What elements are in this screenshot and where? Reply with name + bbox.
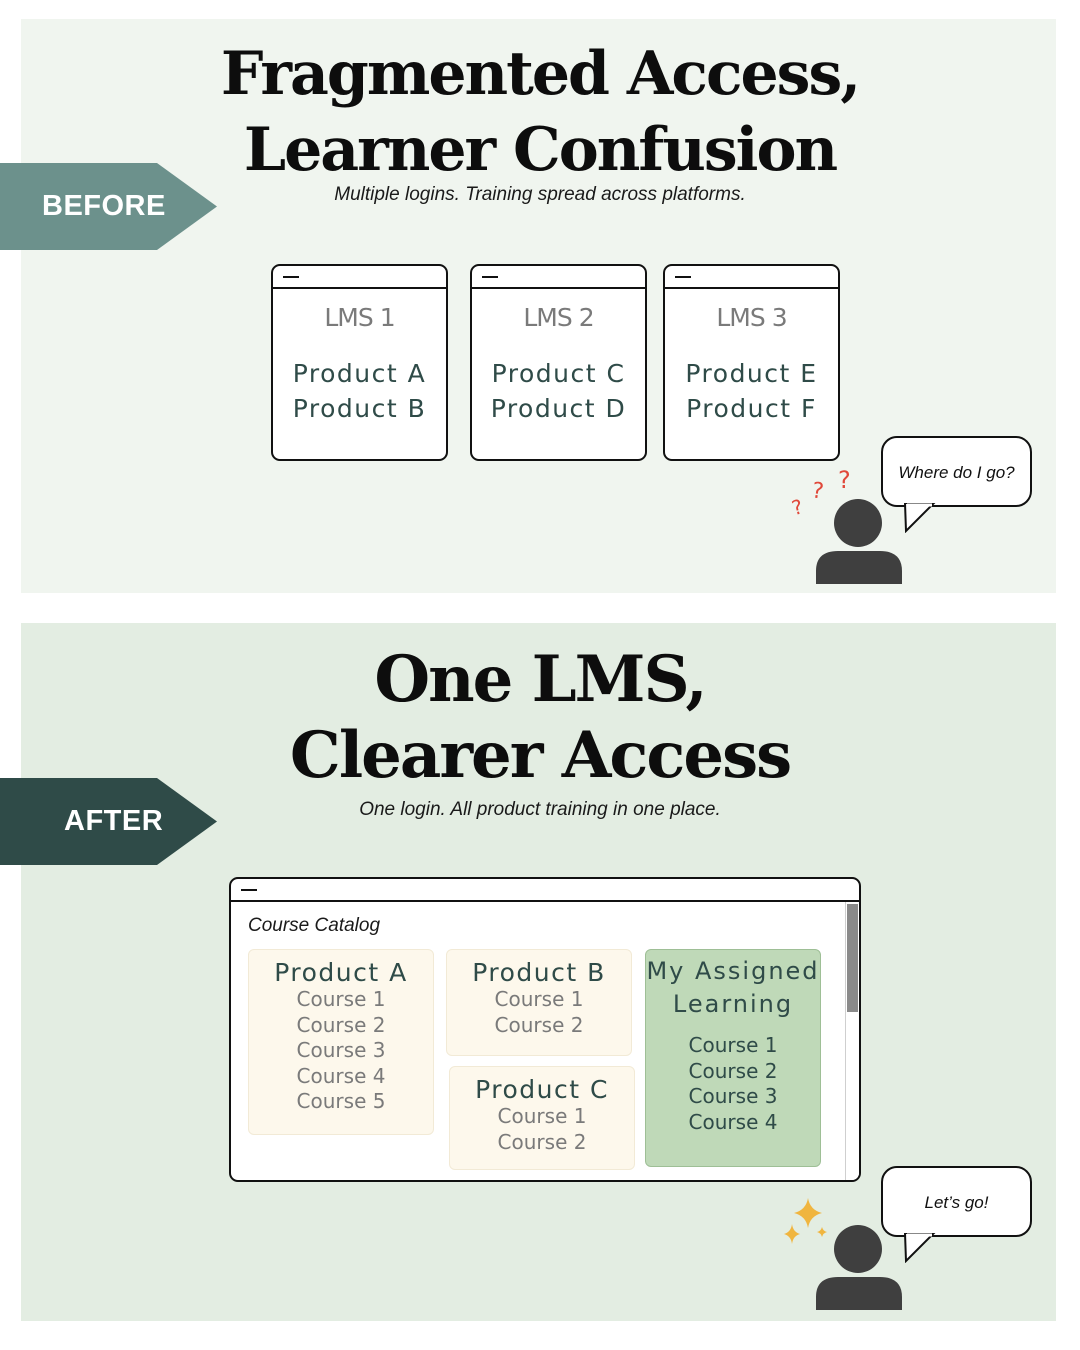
- card-title: Product C: [475, 1075, 609, 1104]
- before-title-line-2: Learner Confusion: [243, 115, 838, 185]
- card-title: Product B: [472, 958, 606, 987]
- product-c-card[interactable]: Product C Course 1 Course 2: [449, 1066, 635, 1170]
- question-marks-icon: ? ? ?: [789, 466, 851, 518]
- lms-product: Product A: [292, 359, 427, 388]
- course-catalog-label: Course Catalog: [248, 915, 381, 936]
- speech-tail-icon: [903, 1233, 936, 1263]
- before-title-line-1: Fragmented Access,: [220, 39, 861, 109]
- course-item: Course 1: [494, 987, 584, 1011]
- happy-person-icon: [816, 1225, 902, 1310]
- course-item: Course 3: [296, 1038, 386, 1062]
- minimize-icon: [283, 276, 299, 278]
- course-item: Course 4: [688, 1109, 778, 1134]
- question-mark: ?: [789, 494, 805, 518]
- question-mark: ?: [810, 478, 825, 504]
- after-title: One LMS, Clearer Access: [0, 642, 1080, 794]
- minimize-icon: [482, 276, 498, 278]
- after-title-line-1: One LMS,: [374, 642, 707, 717]
- course-item: Course 2: [296, 1012, 386, 1037]
- lms-1-window: LMS 1 Product A Product B: [271, 264, 448, 461]
- lms-name: LMS 3: [716, 303, 787, 332]
- after-speech-bubble: Let’s go!: [881, 1166, 1032, 1237]
- question-mark: ?: [838, 466, 851, 494]
- lms-product: Product D: [490, 394, 627, 423]
- course-item: Course 1: [497, 1104, 587, 1128]
- course-catalog-window: Course Catalog Product A Course 1 Course…: [229, 877, 861, 1182]
- card-title: My Assigned: [646, 957, 820, 985]
- scrollbar-thumb[interactable]: [847, 904, 858, 1012]
- before-speech-bubble: Where do I go?: [881, 436, 1032, 507]
- lms-3-window: LMS 3 Product E Product F: [663, 264, 840, 461]
- speech-tail-icon: [903, 503, 936, 533]
- minimize-icon: [675, 276, 691, 278]
- lms-2-window: LMS 2 Product C Product D: [470, 264, 647, 461]
- course-item: Course 5: [296, 1089, 386, 1113]
- confused-person-icon: [816, 499, 902, 584]
- lms-product: Product F: [686, 394, 817, 423]
- window-titlebar: [231, 879, 859, 902]
- lms-product: Product C: [491, 359, 626, 388]
- after-subtitle: One login. All product training in one p…: [359, 799, 721, 820]
- lms-name: LMS 1: [324, 303, 395, 332]
- window-titlebar: [273, 266, 446, 289]
- lms-name: LMS 2: [523, 303, 594, 332]
- course-item: Course 2: [688, 1058, 778, 1083]
- after-speech-text: Let’s go!: [924, 1193, 989, 1212]
- lms-product: Product B: [292, 394, 427, 423]
- card-title: Product A: [274, 958, 408, 987]
- after-title-line-2: Clearer Access: [289, 718, 792, 793]
- course-item: Course 1: [688, 1033, 778, 1057]
- window-titlebar: [665, 266, 838, 289]
- lms-product: Product E: [685, 359, 818, 388]
- before-speech-text: Where do I go?: [898, 463, 1015, 482]
- course-item: Course 3: [688, 1084, 778, 1108]
- card-title: Learning: [672, 990, 794, 1018]
- minimize-icon: [241, 889, 257, 891]
- sparkles-icon: [784, 1198, 827, 1244]
- before-title: Fragmented Access, Learner Confusion: [0, 36, 1080, 188]
- window-titlebar: [472, 266, 645, 289]
- product-a-card[interactable]: Product A Course 1 Course 2 Course 3 Cou…: [248, 949, 434, 1135]
- assigned-learning-card[interactable]: My Assigned Learning Course 1 Course 2 C…: [645, 949, 821, 1167]
- course-item: Course 4: [296, 1063, 386, 1088]
- course-item: Course 2: [494, 1012, 584, 1037]
- product-b-card[interactable]: Product B Course 1 Course 2: [446, 949, 632, 1056]
- before-subtitle: Multiple logins. Training spread across …: [334, 184, 746, 205]
- course-item: Course 2: [497, 1129, 587, 1154]
- course-item: Course 1: [296, 987, 386, 1011]
